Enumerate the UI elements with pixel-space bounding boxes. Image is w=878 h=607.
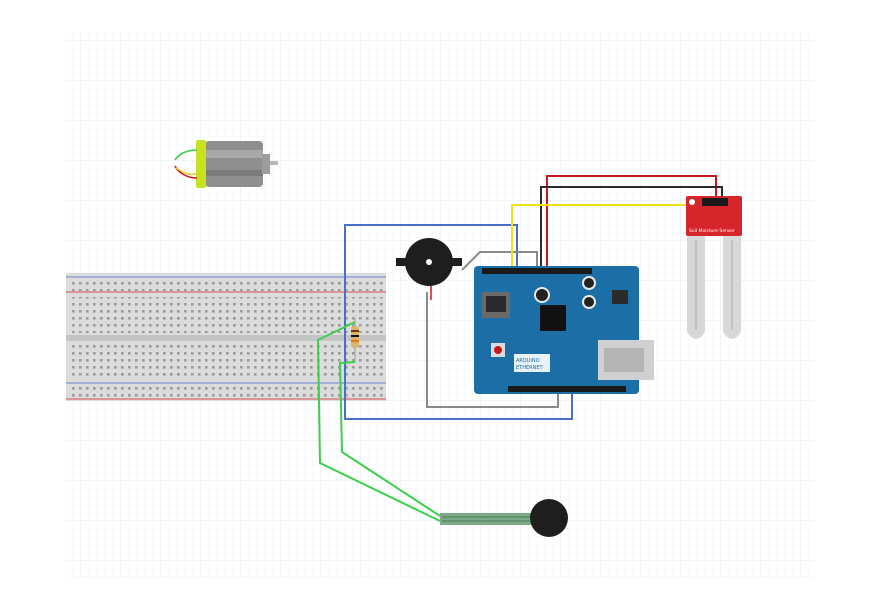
wire-black-sensor[interactable]	[540, 186, 723, 270]
rail-bottom-holes	[68, 385, 384, 397]
motor-body-shade-2	[205, 170, 263, 176]
main-holes-bottom	[68, 343, 384, 379]
motor-lead-green	[174, 149, 198, 161]
arduino-board[interactable]: ARDUINO ETHERNET	[474, 266, 654, 394]
capacitor-3-top	[584, 297, 594, 307]
resistor-band-3	[351, 340, 359, 342]
motor-body-shade	[205, 150, 263, 158]
wire-blue[interactable]	[344, 224, 518, 328]
sensor-label: Soil Moisture Sensor	[689, 228, 735, 234]
piezo-buzzer[interactable]	[396, 238, 462, 286]
fsr-pad	[530, 499, 568, 537]
regulator	[612, 290, 628, 304]
motor-body	[205, 141, 263, 187]
sensor-mount-hole	[689, 199, 695, 205]
sensor-header	[702, 198, 728, 206]
rail-top-holes	[68, 279, 384, 291]
buzzer-tab-left	[396, 258, 406, 266]
motor-shaft	[270, 161, 278, 165]
capacitor-2-top	[584, 278, 594, 288]
motor-collar	[262, 154, 270, 174]
main-holes-top	[68, 297, 384, 333]
arduino-brand-text: ARDUINO	[516, 358, 540, 364]
breadboard[interactable]	[66, 273, 386, 401]
capacitor-1-top	[536, 289, 548, 301]
soil-moisture-sensor[interactable]: Soil Moisture Sensor	[686, 196, 742, 339]
ethernet-jack-inner	[604, 348, 644, 372]
header-top	[482, 268, 592, 274]
wire-gray[interactable]	[426, 292, 559, 408]
resistor[interactable]	[351, 318, 359, 362]
dc-motor[interactable]	[174, 140, 278, 188]
wire-blue-bottom[interactable]	[344, 328, 573, 420]
center-channel	[66, 335, 386, 341]
wire-gray-top[interactable]	[461, 251, 538, 271]
buzzer-hole	[426, 259, 432, 265]
motor-lead-red	[174, 165, 198, 179]
resistor-band-1	[351, 330, 359, 332]
force-sensor[interactable]	[440, 499, 568, 537]
arduino-logo-plate	[514, 354, 550, 372]
resistor-band-2	[351, 335, 359, 337]
wires	[316, 175, 723, 522]
reset-button[interactable]	[494, 346, 502, 354]
chip	[540, 305, 566, 331]
arduino-model-text: ETHERNET	[516, 365, 544, 371]
motor-lead-yellow	[175, 167, 198, 176]
wire-green-2[interactable]	[338, 361, 441, 517]
header-bottom	[508, 386, 626, 392]
fsr-tail	[440, 513, 532, 525]
wire-green-1[interactable]	[316, 321, 441, 522]
buzzer-tab-right	[452, 258, 462, 266]
motor-end-cap	[196, 140, 206, 188]
sd-card	[486, 296, 506, 312]
